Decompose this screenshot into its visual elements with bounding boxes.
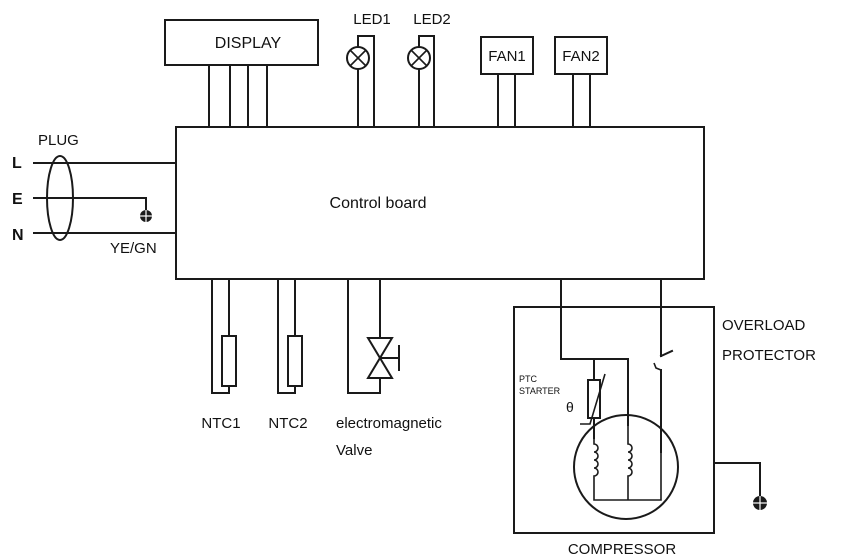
led2: LED2	[407, 11, 451, 128]
ntc1-sensor	[221, 335, 237, 387]
plug-cable-ellipse	[46, 155, 74, 241]
fan1: FAN1	[480, 36, 534, 128]
display-label: DISPLAY	[215, 35, 282, 52]
control-board	[175, 126, 705, 280]
earth-terminal-label: E	[12, 191, 23, 208]
motor-coil-start	[593, 438, 599, 490]
valve-icon	[366, 337, 400, 379]
compressor-ground-icon	[753, 496, 767, 510]
display-module: DISPLAY	[164, 19, 319, 128]
compressor-label: COMPRESSOR	[568, 541, 677, 558]
ptc-theta-symbol: θ	[566, 399, 574, 415]
ntc1-label: NTC1	[201, 415, 240, 432]
overload-label-line2: PROTECTOR	[722, 347, 816, 364]
control-board-label: Control board	[330, 195, 427, 212]
neutral-terminal-label: N	[12, 227, 24, 244]
compressor-motor	[573, 414, 679, 520]
display-box	[164, 19, 319, 66]
ptc-label-line1: PTC	[519, 374, 538, 384]
fan2-box	[554, 36, 608, 75]
compressor-enclosure	[513, 306, 715, 534]
ntc2-sensor	[287, 335, 303, 387]
compressor-assembly: PTC STARTER θ OVERLOAD PROTECTOR COMPRES…	[513, 278, 816, 558]
ntc2: NTC2	[268, 278, 308, 432]
earth-ground-icon	[140, 210, 152, 222]
ptc-label-line2: STARTER	[519, 386, 561, 396]
ye-gn-label: YE/GN	[110, 240, 157, 257]
fan2: FAN2	[554, 36, 608, 128]
plug: PLUG L E N YE/GN	[12, 132, 177, 257]
valve-label-line1: electromagnetic	[336, 415, 442, 432]
fan1-label: FAN1	[488, 48, 526, 65]
led1: LED1	[346, 11, 391, 128]
overload-protector-switch	[653, 349, 674, 453]
electromagnetic-valve: electromagnetic Valve	[336, 278, 442, 459]
led1-label: LED1	[353, 11, 391, 28]
valve-label-line2: Valve	[336, 442, 372, 459]
led2-label: LED2	[413, 11, 451, 28]
ntc2-label: NTC2	[268, 415, 307, 432]
motor-coil-run	[627, 425, 633, 490]
plug-label: PLUG	[38, 132, 79, 149]
fan2-label: FAN2	[562, 48, 600, 65]
ptc-starter: PTC STARTER θ	[519, 373, 606, 439]
line-terminal-label: L	[12, 155, 22, 172]
ntc1: NTC1	[201, 278, 241, 432]
fan1-box	[480, 36, 534, 75]
overload-label-line1: OVERLOAD	[722, 317, 806, 334]
